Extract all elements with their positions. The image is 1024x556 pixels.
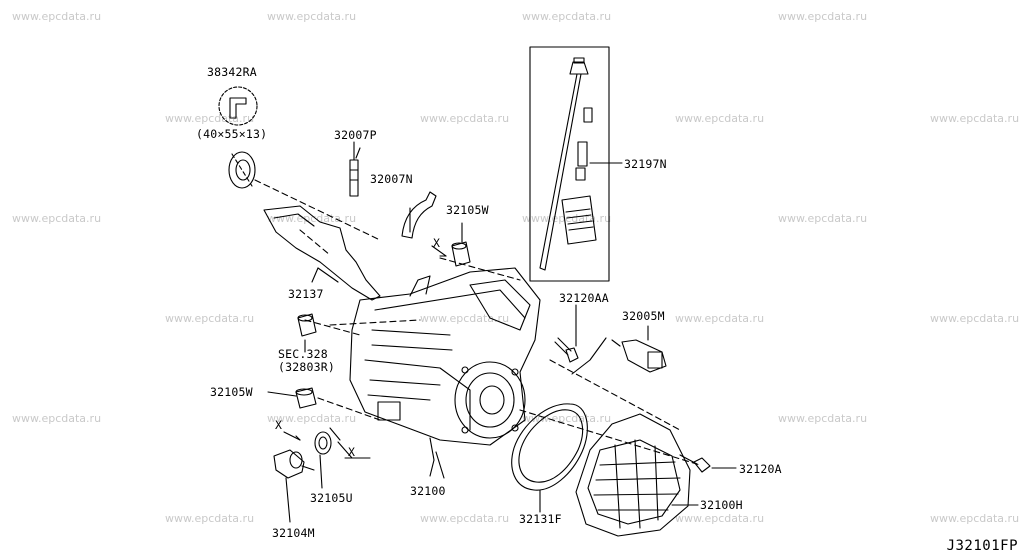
label-32137[interactable]: 32137 — [288, 287, 324, 301]
label-leaders — [304, 147, 445, 479]
watermark: www.epcdata.ru — [675, 512, 765, 525]
watermark: www.epcdata.ru — [165, 112, 255, 125]
x-mark-left: X — [275, 418, 283, 432]
watermark: www.epcdata.ru — [778, 212, 868, 225]
seal-32105U — [283, 427, 371, 489]
x-mark-top: X — [433, 236, 441, 250]
label-32007P[interactable]: 32007P — [334, 128, 377, 142]
plug-sec328 — [297, 313, 317, 337]
label-32104M[interactable]: 32104M — [272, 526, 315, 540]
watermark: www.epcdata.ru — [675, 312, 765, 325]
label-seal-size: (40×55×13) — [196, 127, 268, 141]
label-32131F[interactable]: 32131F — [519, 512, 562, 526]
watermark: www.epcdata.ru — [778, 10, 868, 23]
label-32100H[interactable]: 32100H — [700, 498, 743, 512]
gasket-32131F — [511, 403, 588, 513]
sensor-32005M — [571, 325, 667, 375]
watermark: www.epcdata.ru — [522, 412, 612, 425]
label-32120A[interactable]: 32120A — [739, 462, 782, 476]
watermark: www.epcdata.ru — [778, 412, 868, 425]
label-32197N[interactable]: 32197N — [624, 157, 667, 171]
watermark: www.epcdata.ru — [420, 112, 510, 125]
label-32105W-top[interactable]: 32105W — [446, 203, 489, 217]
pinion-32104M — [273, 449, 315, 523]
watermark: www.epcdata.ru — [165, 312, 255, 325]
label-38342RA[interactable]: 38342RA — [207, 65, 257, 79]
x-mark-right: X — [348, 445, 356, 459]
watermark: www.epcdata.ru — [930, 512, 1020, 525]
bolt-32120A — [679, 454, 737, 473]
label-32005M[interactable]: 32005M — [622, 309, 665, 323]
transmission-case-32100 — [349, 267, 541, 477]
assembly-guide-lines — [254, 179, 701, 466]
label-32100[interactable]: 32100 — [410, 484, 446, 498]
watermark: www.epcdata.ru — [420, 512, 510, 525]
watermark: www.epcdata.ru — [267, 412, 357, 425]
oil-seal-38342RA — [218, 86, 258, 189]
label-sec-sub: (32803R) — [278, 360, 335, 374]
diagram-code: J32101FP — [946, 538, 1018, 554]
label-sec-ref[interactable]: SEC.328 — [278, 347, 328, 361]
label-32105U[interactable]: 32105U — [310, 491, 353, 505]
dipstick-kit-box — [529, 46, 623, 282]
watermark: www.epcdata.ru — [12, 10, 102, 23]
bushing-32105W-left — [267, 387, 317, 409]
watermark: www.epcdata.ru — [930, 112, 1020, 125]
watermark: www.epcdata.ru — [930, 312, 1020, 325]
watermark: www.epcdata.ru — [420, 312, 510, 325]
label-32105W-left[interactable]: 32105W — [210, 385, 253, 399]
bushing-32105W-top — [431, 222, 471, 267]
baffle-plate-32137 — [263, 205, 381, 301]
watermark: www.epcdata.ru — [522, 10, 612, 23]
rear-housing-32100H — [575, 413, 699, 537]
plugs — [349, 141, 437, 239]
watermark: www.epcdata.ru — [12, 412, 102, 425]
watermark: www.epcdata.ru — [165, 512, 255, 525]
label-32007N[interactable]: 32007N — [370, 172, 413, 186]
watermark: www.epcdata.ru — [675, 112, 765, 125]
bolt-32120AA — [554, 304, 579, 363]
watermark: www.epcdata.ru — [267, 10, 357, 23]
label-32120AA[interactable]: 32120AA — [559, 291, 609, 305]
watermark: www.epcdata.ru — [12, 212, 102, 225]
